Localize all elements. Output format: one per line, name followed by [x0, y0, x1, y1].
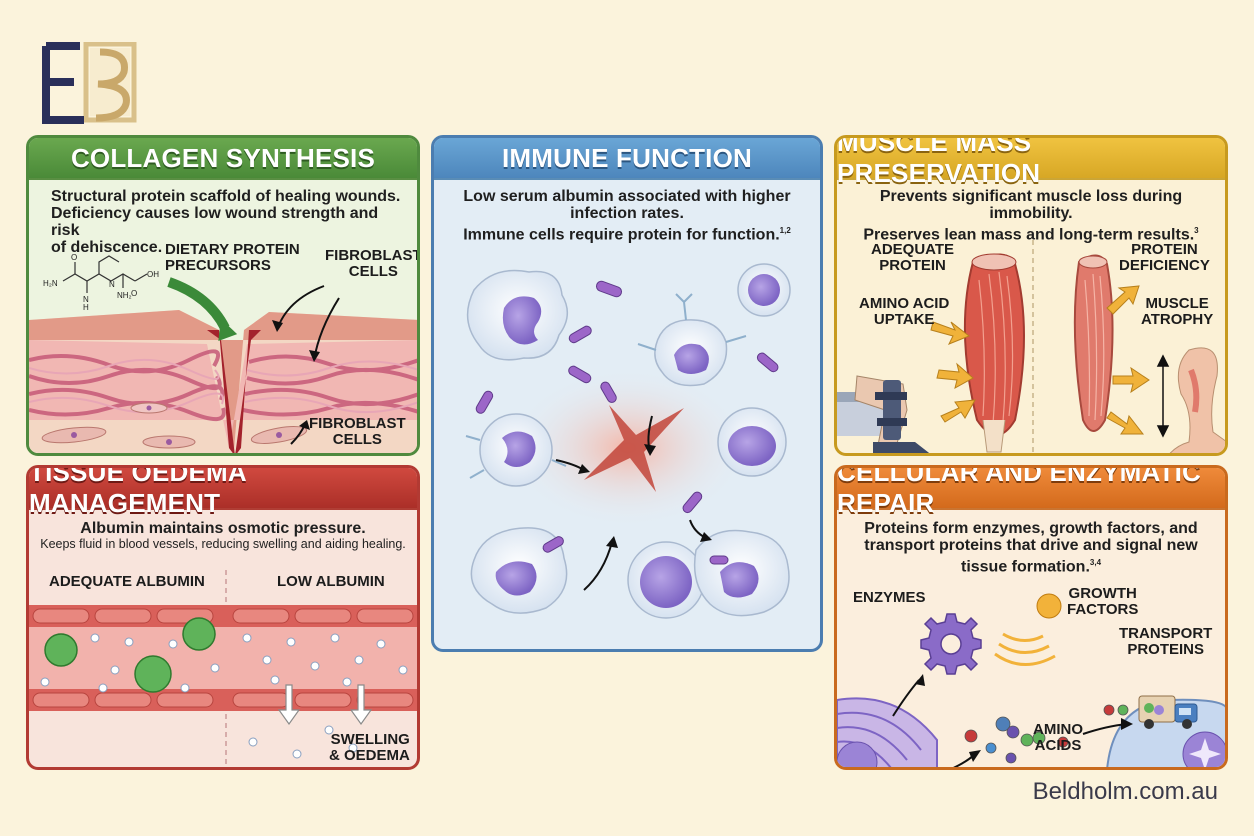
immune-title: Immune Function — [434, 138, 820, 180]
immune-desc-2: infection rates. — [570, 205, 684, 222]
atom-oh: OH — [147, 270, 159, 279]
wound-tissue-illustration: H₂N N O H N O OH NH₂ — [29, 253, 417, 453]
label-fibroblast-bottom-2: cells — [332, 431, 382, 448]
wound-icon — [584, 405, 684, 492]
cellular-desc-1: Proteins form enzymes, growth factors, a… — [864, 520, 1198, 537]
macrophage-cell-1 — [466, 269, 568, 361]
label-atrophy-2: atrophy — [1141, 311, 1214, 328]
atom-o1: O — [71, 253, 77, 262]
atom-o2: O — [131, 289, 137, 298]
label-fibroblast-top-1: Fibroblast — [325, 247, 420, 264]
label-uptake-1: Amino acid — [859, 295, 950, 312]
atom-nh2: NH₂ — [117, 291, 132, 300]
label-deficiency-2: deficiency — [1119, 257, 1210, 274]
label-swelling-1: Swelling — [330, 731, 410, 748]
amino-acid-molecule-icon — [62, 255, 148, 293]
albumin-molecules — [44, 617, 216, 693]
growth-factor-icon — [994, 593, 1062, 666]
muscle-illustration — [837, 240, 1225, 453]
oedema-desc-1: Albumin maintains osmotic pressure. — [80, 520, 366, 537]
label-precursors-1: Dietary protein — [165, 241, 300, 258]
label-transport-1: Transport — [1119, 625, 1213, 642]
label-adequate-albumin: Adequate albumin — [49, 573, 205, 590]
label-transport-2: proteins — [1127, 641, 1205, 658]
atrophy-arrows — [1106, 285, 1150, 435]
collagen-body: Structural protein scaffold of healing w… — [29, 180, 417, 453]
muscle-title: Muscle Mass Preservation — [837, 138, 1225, 188]
cellular-ref: 3,4 — [1089, 558, 1102, 567]
label-deficiency-1: Protein — [1131, 241, 1198, 258]
amino-acid-beads — [964, 704, 1129, 764]
atrophied-leg-icon — [1169, 347, 1225, 453]
cell-organelle-icon — [837, 697, 938, 767]
tissue-oedema-panel: Tissue Oedema Management Albumin maintai… — [26, 465, 420, 770]
immune-cells-illustration — [465, 263, 791, 619]
macrophage-cell-2 — [470, 527, 568, 614]
muscle-desc-2: Preserves lean mass and long-term result… — [863, 226, 1195, 244]
atom-h2n: H₂N — [43, 279, 58, 288]
oedema-body: Albumin maintains osmotic pressure. Keep… — [29, 510, 417, 767]
atrophied-muscle-icon — [1073, 254, 1114, 432]
neutrophil-cell-1 — [465, 413, 567, 487]
atom-n1: N — [83, 295, 89, 304]
label-amino-2: acids — [1034, 737, 1082, 754]
label-adequate-protein-2: protein — [879, 257, 946, 274]
oedema-desc-2: Keeps fluid in blood vessels, reducing s… — [40, 537, 406, 551]
cellular-desc-3: tissue formation. — [960, 558, 1090, 576]
neutrophil-cell-2 — [627, 541, 705, 619]
label-low-albumin: Low albumin — [277, 573, 385, 590]
cellular-body: Proteins form enzymes, growth factors, a… — [837, 510, 1225, 767]
label-fibroblast-top-2: cells — [348, 263, 398, 280]
blood-vessel-illustration — [29, 570, 417, 765]
label-precursors-2: precursors — [165, 257, 271, 274]
collagen-title: Collagen Synthesis — [29, 138, 417, 180]
label-growth-1: Growth — [1068, 585, 1137, 602]
muscle-mass-panel: Muscle Mass Preservation Prevents signif… — [834, 135, 1228, 456]
immune-desc-1: Low serum albumin associated with higher — [463, 188, 791, 205]
macrophage-cell-3 — [693, 529, 790, 617]
oedema-title: Tissue Oedema Management — [29, 468, 417, 518]
atom-h: H — [83, 303, 89, 312]
label-atrophy-1: Muscle — [1145, 295, 1209, 312]
immune-function-panel: Immune Function Low serum albumin associ… — [431, 135, 823, 652]
enzyme-gear-icon — [920, 613, 982, 675]
immune-ref: 1,2 — [779, 226, 791, 235]
size-double-arrow — [1156, 354, 1170, 438]
cell-repair-illustration — [837, 593, 1225, 767]
transport-truck-icon — [1138, 695, 1198, 729]
cellular-repair-panel: Cellular and Enzymatic Repair Proteins f… — [834, 465, 1228, 770]
collagen-desc-3: of dehiscence. — [51, 239, 163, 256]
label-growth-2: factors — [1067, 601, 1139, 618]
lymphocyte-cell-2 — [717, 407, 787, 477]
label-amino-1: Amino — [1033, 721, 1083, 738]
leg-brace-icon — [837, 375, 930, 453]
cellular-desc-2: transport proteins that drive and signal… — [864, 537, 1198, 554]
cellular-title: Cellular and Enzymatic Repair — [837, 468, 1225, 518]
label-uptake-2: uptake — [873, 311, 935, 328]
healthy-muscle-icon — [963, 253, 1025, 453]
muscle-ref: 3 — [1194, 226, 1199, 235]
muscle-body: Prevents significant muscle loss during … — [837, 180, 1225, 453]
immune-body: Low serum albumin associated with higher… — [434, 180, 820, 649]
lymphocyte-cell-1 — [737, 263, 791, 317]
beldholm-logo-icon — [42, 42, 137, 124]
fluid-particles — [40, 633, 408, 759]
collagen-synthesis-panel: Collagen Synthesis Structural protein sc… — [26, 135, 420, 456]
immune-desc-3: Immune cells require protein for functio… — [463, 226, 780, 244]
atom-n2: N — [109, 280, 115, 289]
label-fibroblast-bottom-1: Fibroblast — [309, 415, 406, 432]
label-enzymes: Enzymes — [853, 589, 926, 606]
collagen-desc-1: Structural protein scaffold of healing w… — [51, 188, 401, 205]
label-swelling-2: & oedema — [329, 747, 410, 764]
collagen-fibres — [29, 349, 417, 421]
website-url[interactable]: Beldholm.com.au — [1032, 778, 1218, 805]
label-adequate-protein-1: Adequate — [871, 241, 955, 258]
bacteria-icons — [475, 280, 779, 565]
muscle-desc-1: Prevents significant muscle loss during … — [879, 188, 1183, 222]
collagen-desc-2: Deficiency causes low wound strength and… — [51, 205, 379, 239]
dendritic-cell — [637, 293, 747, 387]
uptake-arrows — [930, 321, 976, 423]
